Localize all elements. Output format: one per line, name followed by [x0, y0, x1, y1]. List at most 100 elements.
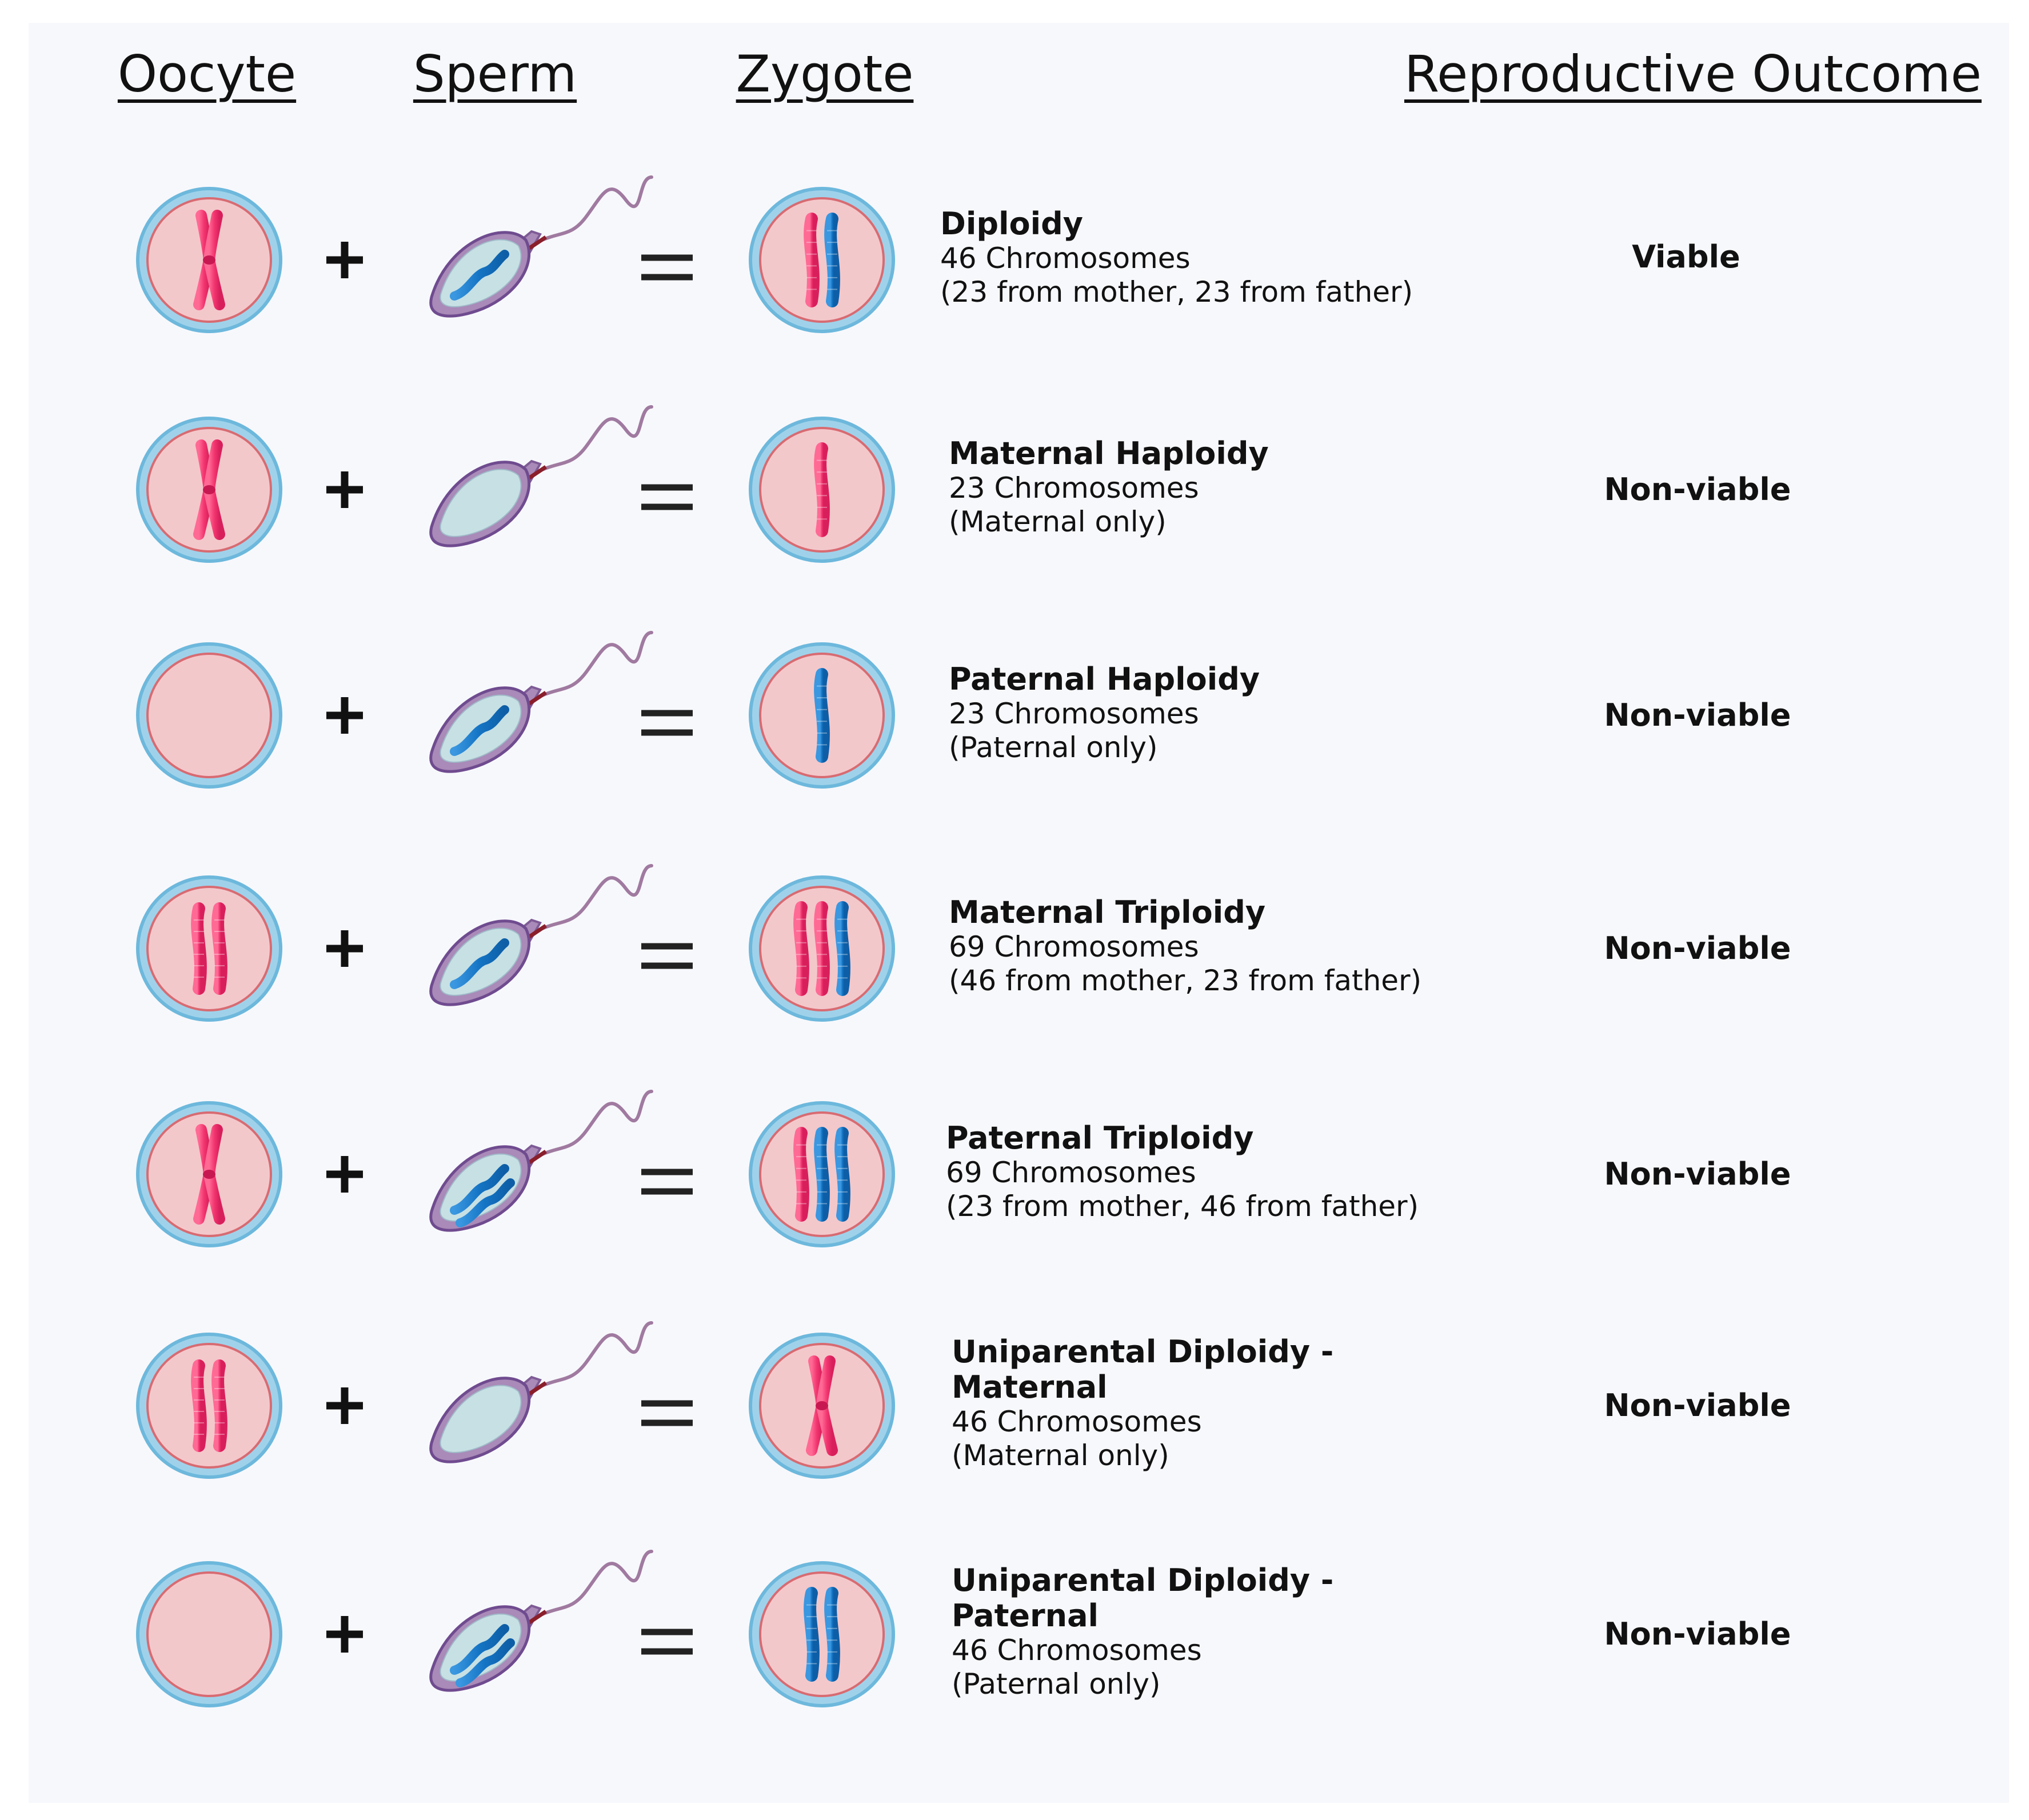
sperm-cell-chromosome — [450, 938, 509, 989]
oocyte-x-chromosome — [193, 210, 225, 310]
condition-title: Uniparental Diploidy - — [952, 1334, 1334, 1370]
oocyte-cell-cytoplasm — [146, 886, 272, 1011]
chromosome-count: 69 Chromosomes — [946, 1156, 1196, 1189]
chromosome-origin: (Paternal only) — [952, 1667, 1161, 1701]
zygote-paternal-chromosome — [804, 1587, 820, 1682]
zygote-maternal-chromosome-bands — [806, 230, 817, 290]
zygote-paternal-chromosome-bands — [827, 1604, 837, 1665]
zygote-cell-cytoplasm — [759, 1571, 885, 1697]
reproductive-outcome: Non-viable — [1604, 1156, 1791, 1192]
sperm-cell-chromosome-2 — [456, 1178, 515, 1227]
chromosome-origin: (Maternal only) — [949, 505, 1167, 538]
zygote-paternal-chromosome — [814, 668, 830, 763]
chromosome-count: 69 Chromosomes — [949, 930, 1199, 963]
zygote-maternal-chromosome-bands — [817, 918, 827, 979]
equals-sign — [641, 710, 693, 736]
condition-title: Maternal Haploidy — [949, 435, 1269, 471]
zygote-paternal-chromosome-bands — [837, 918, 848, 979]
zygote-maternal-chromosome — [814, 442, 830, 537]
chromosome-origin: (Maternal only) — [952, 1439, 1169, 1472]
diagram-panel — [29, 23, 2009, 1803]
oocyte-cell — [136, 1561, 282, 1707]
oocyte-chromosome — [191, 902, 207, 995]
oocyte-x-chromosome-centromere — [203, 485, 215, 494]
oocyte-chromosome-bands — [194, 1377, 204, 1435]
sperm-cell-chromosome — [450, 250, 509, 301]
sperm-cell — [429, 631, 653, 773]
sperm-cell — [429, 1090, 653, 1232]
sperm-cell — [429, 864, 653, 1006]
chromosome-origin: (Paternal only) — [949, 731, 1158, 764]
zygote-paternal-chromosome-bands — [817, 685, 827, 746]
chromosome-origin: (23 from mother, 23 from father) — [940, 275, 1413, 309]
oocyte-chromosome — [211, 902, 227, 995]
sperm-cell-head-nucleus — [440, 1385, 522, 1453]
sperm-cell-tail — [524, 175, 653, 250]
zygote-paternal-chromosome-bands — [837, 1144, 848, 1205]
sperm-cell-chromosome — [450, 1164, 509, 1215]
row-4 — [136, 864, 895, 1022]
equals-sign — [641, 1400, 693, 1426]
header-sperm: Sperm — [413, 45, 577, 103]
sperm-cell — [429, 175, 653, 318]
plus-sign — [326, 1616, 363, 1653]
zygote-cell-cytoplasm — [759, 197, 885, 323]
chromosome-origin: (23 from mother, 46 from father) — [946, 1190, 1419, 1223]
condition-title: Paternal Haploidy — [949, 661, 1260, 697]
condition-title-continued: Paternal — [952, 1598, 1099, 1634]
chromosome-count: 23 Chromosomes — [949, 697, 1199, 730]
oocyte-chromosome — [191, 1359, 207, 1452]
zygote-cell — [749, 187, 895, 333]
reproductive-outcome: Viable — [1632, 239, 1740, 275]
zygote-cell — [749, 642, 895, 789]
chromosome-count: 46 Chromosomes — [952, 1634, 1202, 1667]
oocyte-cell — [136, 875, 282, 1022]
header-oocyte: Oocyte — [117, 45, 297, 103]
equals-sign — [641, 943, 693, 969]
zygote-cell — [749, 1561, 895, 1707]
row-3 — [136, 631, 895, 789]
sperm-cell-tail — [524, 864, 653, 939]
plus-sign — [326, 930, 363, 967]
row-6 — [136, 1321, 895, 1479]
zygote-maternal-chromosome-bands — [796, 1144, 806, 1205]
condition-title: Maternal Triploidy — [949, 894, 1266, 930]
zygote-cell — [749, 417, 895, 563]
reproductive-outcome: Non-viable — [1604, 471, 1791, 507]
condition-title: Diploidy — [940, 206, 1083, 242]
row-1 — [136, 175, 895, 333]
condition-title: Uniparental Diploidy - — [952, 1562, 1334, 1598]
equals-sign — [641, 484, 693, 510]
zygote-paternal-chromosome — [824, 1587, 840, 1682]
sperm-cell-head-nucleus — [440, 469, 522, 537]
oocyte-chromosome-bands — [194, 919, 204, 978]
zygote-maternal-chromosome-bands — [817, 459, 827, 520]
plus-sign — [326, 697, 363, 734]
oocyte-x-chromosome — [193, 1124, 225, 1225]
oocyte-cell — [136, 1333, 282, 1479]
sperm-cell-chromosome — [450, 1624, 509, 1675]
zygote-paternal-chromosome — [834, 901, 850, 996]
oocyte-cell — [136, 642, 282, 789]
sperm-cell-chromosome-2 — [456, 1638, 515, 1687]
oocyte-cell — [136, 187, 282, 333]
oocyte-chromosome — [211, 1359, 227, 1452]
zygote-maternal-chromosome — [793, 901, 809, 996]
header-reproductive-outcome: Reproductive Outcome — [1404, 45, 1982, 103]
row-2 — [136, 405, 895, 563]
sperm-cell-chromosome — [450, 705, 509, 756]
oocyte-cell-cytoplasm — [146, 1343, 272, 1469]
oocyte-cell-cytoplasm — [146, 1571, 272, 1697]
equals-sign — [641, 1169, 693, 1195]
sperm-cell — [429, 1550, 653, 1692]
plus-sign — [326, 242, 363, 278]
row-7 — [136, 1550, 895, 1707]
equals-sign — [641, 1629, 693, 1655]
zygote-paternal-chromosome — [824, 213, 840, 307]
